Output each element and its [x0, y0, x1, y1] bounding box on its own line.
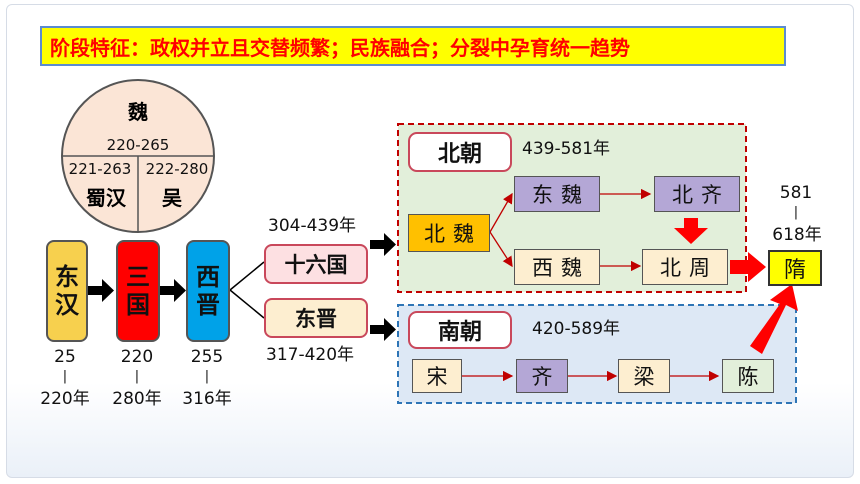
dongwei-box: 东魏 — [514, 176, 600, 212]
shiliuguo-years: 304-439年 — [268, 216, 357, 236]
beizhou-box: 北周 — [642, 249, 728, 285]
wei-years: 220-265 — [106, 136, 170, 154]
dongjin-years: 317-420年 — [266, 345, 355, 365]
qi-box: 齐 — [516, 359, 568, 393]
donghan-start: 25 — [54, 347, 76, 367]
arrow-sanguo-xijin — [160, 279, 186, 302]
sui-box: 隋 — [768, 250, 822, 286]
sui-start: 581 — [779, 183, 813, 203]
wei-label: 魏 — [128, 100, 148, 124]
north-connectors — [489, 188, 652, 272]
xiwei-box: 西魏 — [514, 249, 600, 285]
donghan-label: 东汉 — [55, 263, 79, 319]
sanguo-end: 280年 — [112, 389, 162, 409]
dynasty-xijin: 西晋 — [186, 240, 230, 342]
dynasty-sanguo: 三国 — [116, 240, 160, 342]
xijin-start: 255 — [190, 347, 224, 367]
shu-years: 221-263 — [68, 160, 132, 178]
south-dynasties-title: 南朝 — [408, 311, 512, 349]
dynasty-donghan: 东汉 — [46, 240, 88, 342]
xijin-label: 西晋 — [196, 263, 220, 319]
song-box: 宋 — [412, 359, 462, 393]
sanguo-label: 三国 — [126, 263, 150, 319]
shu-label: 蜀汉 — [86, 186, 126, 210]
arrow-to-north — [370, 233, 396, 256]
sanguo-start: 220 — [120, 347, 154, 367]
shiliuguo-box: 十六国 — [264, 244, 368, 284]
donghan-end: 220年 — [40, 389, 90, 409]
arrow-to-south — [370, 318, 396, 341]
donghan-dash: | — [62, 369, 68, 384]
chen-box: 陈 — [722, 359, 774, 393]
sui-end: 618年 — [772, 225, 822, 245]
dongjin-box: 东晋 — [264, 298, 368, 338]
arrow-chen-sui — [750, 284, 798, 354]
three-kingdoms-circle — [61, 79, 215, 233]
arrow-beiqi-beizhou — [674, 218, 708, 244]
sui-dash: | — [793, 205, 799, 220]
split-bracket — [229, 261, 265, 319]
stage-characteristics-banner: 阶段特征：政权并立且交替频繁；民族融合；分裂中孕育统一趋势 — [40, 26, 786, 66]
wu-years: 222-280 — [145, 160, 209, 178]
north-years: 439-581年 — [522, 139, 611, 159]
xijin-dash: | — [204, 369, 210, 384]
north-dynasties-title: 北朝 — [408, 132, 512, 172]
arrow-beizhou-sui — [730, 252, 766, 282]
beiwei-box: 北魏 — [408, 214, 490, 252]
arrow-donghan-sanguo — [88, 279, 114, 302]
xijin-end: 316年 — [182, 389, 232, 409]
sanguo-dash: | — [134, 369, 140, 384]
liang-box: 梁 — [618, 359, 670, 393]
south-years: 420-589年 — [532, 319, 621, 339]
beiqi-box: 北齐 — [654, 176, 740, 212]
wu-label: 吴 — [162, 186, 182, 210]
